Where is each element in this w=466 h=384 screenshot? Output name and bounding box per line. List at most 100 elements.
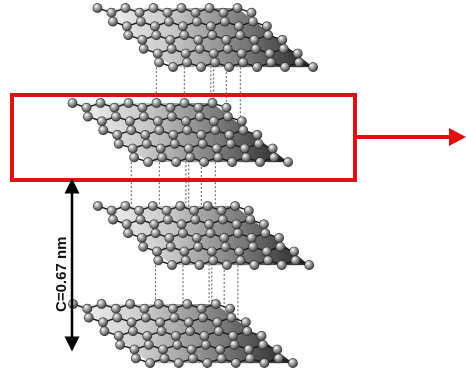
carbon-atom [108, 214, 118, 225]
carbon-atom [292, 48, 303, 59]
carbon-atom [96, 299, 107, 309]
carbon-atom [213, 326, 224, 337]
carbon-atom [194, 43, 205, 54]
carbon-atom [197, 138, 208, 149]
carbon-atom [183, 317, 194, 328]
carbon-atom [135, 214, 146, 225]
carbon-atom [106, 7, 117, 18]
carbon-atom [231, 219, 242, 230]
carbon-atom [304, 260, 315, 270]
carbon-atom [289, 246, 300, 257]
carbon-atom [224, 62, 234, 72]
carbon-atom [275, 241, 286, 252]
carbon-atom [252, 129, 263, 140]
carbon-atom [110, 303, 121, 314]
carbon-atom [162, 7, 173, 18]
carbon-atom [159, 353, 170, 364]
carbon-atom [123, 228, 134, 239]
carbon-atom [217, 214, 228, 225]
carbon-atom [280, 62, 290, 72]
carbon-atom [185, 326, 196, 337]
carbon-atom [233, 21, 244, 32]
carbon-atom [138, 241, 149, 252]
carbon-atom [161, 205, 172, 216]
carbon-atom [81, 102, 92, 113]
carbon-atom [115, 339, 126, 350]
carbon-atom [194, 260, 205, 270]
carbon-atom [172, 339, 183, 350]
carbon-atom [246, 232, 257, 243]
carbon-atom [206, 246, 217, 257]
carbon-atom [196, 62, 206, 72]
carbon-atom [173, 358, 184, 368]
carbon-atom [185, 152, 195, 163]
carbon-atom [142, 330, 153, 341]
carbon-atom [82, 303, 93, 314]
carbon-atom [124, 116, 135, 127]
carbon-atom [137, 102, 148, 113]
carbon-atom [147, 201, 158, 211]
carbon-atom [235, 30, 246, 41]
carbon-atom [222, 43, 233, 54]
carbon-atom [225, 303, 236, 314]
carbon-atom [121, 219, 132, 230]
carbon-atom [234, 246, 245, 257]
carbon-atom [158, 344, 168, 355]
carbon-atom [145, 358, 156, 368]
carbon-atom [222, 260, 232, 270]
carbon-atom [191, 16, 202, 27]
carbon-atom [241, 152, 251, 163]
carbon-atom [208, 48, 219, 59]
carbon-atom [210, 299, 221, 309]
carbon-atom [188, 353, 198, 364]
carbon-atom [113, 138, 124, 149]
carbon-atoms [67, 98, 293, 167]
carbon-atom [165, 241, 176, 252]
carbon-atom [252, 62, 262, 72]
carbon-atom [216, 353, 227, 364]
graphene-layer-3 [93, 201, 315, 270]
carbon-atom [221, 34, 232, 45]
carbon-atom [278, 43, 289, 54]
carbon-atom [267, 143, 278, 154]
carbon-atom [166, 111, 177, 122]
carbon-atom [151, 30, 162, 41]
carbon-atom [97, 116, 107, 127]
carbon-atom [243, 344, 254, 355]
carbon-atom [109, 102, 120, 113]
carbon-atom [143, 339, 154, 350]
carbon-atom [272, 344, 283, 355]
carbon-atom [176, 3, 187, 13]
carbon-atom [193, 34, 204, 45]
carbon-atom [196, 303, 207, 314]
carbon-atom [163, 16, 174, 27]
carbon-atom [194, 111, 205, 122]
carbon-atom [196, 129, 207, 140]
carbon-atom [294, 57, 304, 68]
carbon-atom [112, 312, 123, 323]
carbon-atom [182, 57, 192, 68]
carbon-atom [126, 317, 137, 328]
carbon-atom [157, 152, 167, 163]
carbon-atom [216, 205, 227, 216]
carbon-atom [134, 205, 145, 216]
carbon-atom [202, 201, 213, 211]
carbon-atom [249, 34, 260, 45]
carbon-atom [182, 299, 193, 309]
carbon-atom [83, 312, 94, 323]
carbon-atom [180, 48, 191, 59]
carbon-atom [178, 228, 188, 239]
carbon-atom [260, 228, 271, 239]
carbon-atom [122, 21, 132, 32]
carbon-atom [186, 344, 197, 355]
carbon-atom [170, 330, 181, 341]
carbon-atom [249, 260, 260, 270]
carbon-atom [168, 129, 179, 140]
carbon-atom [204, 3, 215, 13]
carbon-atom [227, 157, 237, 167]
carbon-atom [204, 219, 214, 230]
carbon-atom [154, 125, 165, 136]
carbon-atom [236, 116, 247, 127]
carbon-atom [153, 299, 164, 309]
highlighted-layer-box [10, 93, 357, 182]
